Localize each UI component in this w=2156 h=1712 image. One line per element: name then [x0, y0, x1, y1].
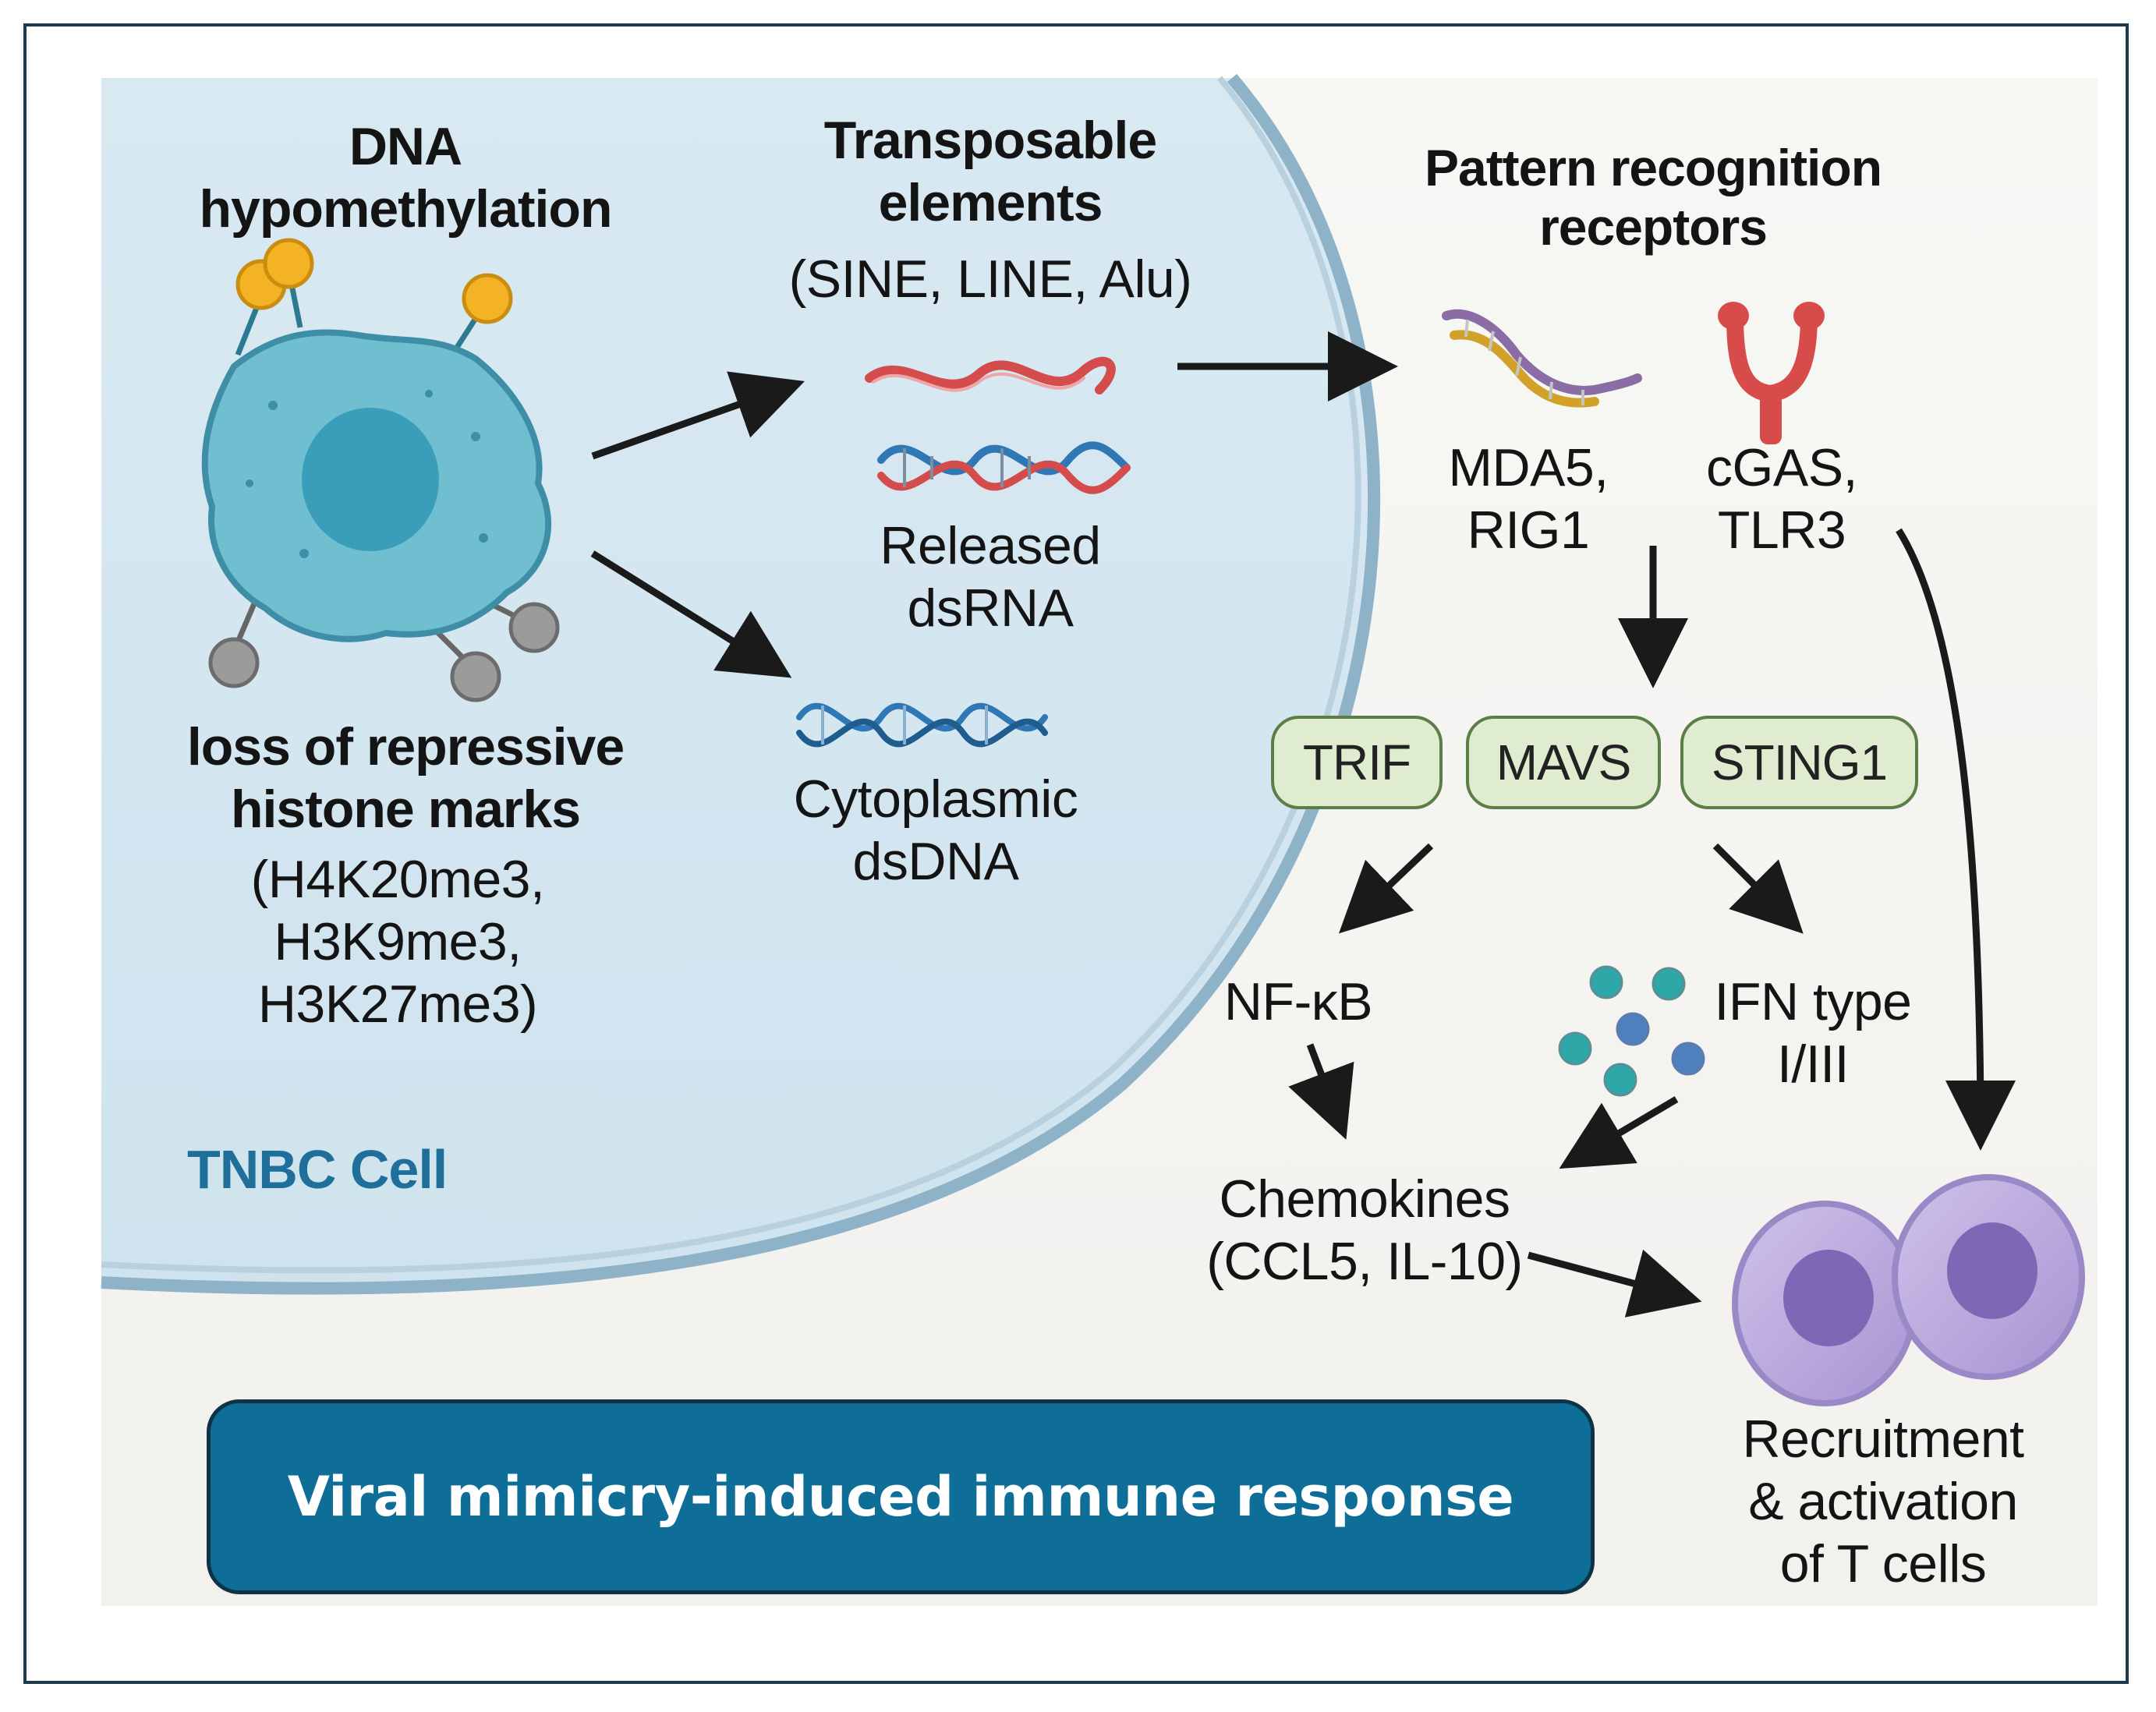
arrow-to-transposable: [591, 371, 805, 460]
prr-title: Pattern recognition receptors: [1424, 139, 1882, 256]
summary-banner-text: Viral mimicry-induced immune response: [287, 1465, 1514, 1529]
released-dsrna-label: Released dsRNA: [880, 516, 1101, 638]
mda5-rig1-label: MDA5, RIG1: [1448, 438, 1609, 561]
adapter-sting1-label: STING1: [1711, 734, 1888, 791]
cgas-receptor-icon: [1718, 302, 1825, 444]
adapter-trif: TRIF: [1271, 716, 1443, 809]
adapter-mavs: MAVS: [1466, 716, 1661, 809]
released-dsrna-icon: [877, 441, 1131, 494]
recruitment-label: Recruitment & activation of T cells: [1742, 1410, 2024, 1594]
loss-repressive-marks-label: loss of repressive histone marks: [186, 717, 625, 840]
chemokines-label: Chemokines (CCL5, IL-10): [1206, 1169, 1523, 1292]
dna-hypomethylation-label: DNA hypomethylation: [199, 117, 612, 239]
figure-frame: [23, 23, 2129, 1684]
histone-marks-list: (H4K20me3, H3K9me3, H3K27me3): [250, 850, 545, 1035]
ifn-dots-icon: [1558, 965, 1705, 1097]
t-cell-icon: [1732, 1174, 2085, 1406]
arrow-to-nfkb: [1338, 843, 1434, 934]
arrow-chemokines-to-tcells: [1527, 1249, 1702, 1318]
transposable-elements-title: Transposable elements: [823, 111, 1157, 233]
cytoplasmic-dsdna-label: Cytoplasmic dsDNA: [793, 769, 1078, 892]
tnbc-cell-label: TNBC Cell: [187, 1139, 448, 1200]
cgas-tlr3-label: cGAS, TLR3: [1706, 438, 1858, 561]
ifn-label: IFN type I/III: [1714, 972, 1912, 1095]
rna-strand-icon: [865, 356, 1116, 394]
transposable-elements-types: (SINE, LINE, Alu): [788, 249, 1192, 309]
arrow-ifn-to-chemokines: [1559, 1096, 1679, 1169]
arrow-to-dsdna: [590, 550, 792, 678]
mda5-receptor-icon: [1442, 309, 1642, 408]
summary-banner: Viral mimicry-induced immune response: [207, 1399, 1595, 1594]
arrow-nfkb-to-chemokines: [1288, 1043, 1354, 1140]
adapter-sting1: STING1: [1680, 716, 1918, 809]
arrow-to-ifn: [1712, 843, 1804, 934]
cytoplasmic-dsdna-icon: [796, 702, 1048, 748]
arrow-tlr3-to-tcells: [1896, 528, 2016, 1151]
nfkb-label: NF-κB: [1223, 972, 1373, 1031]
tumor-cell-icon: [201, 238, 560, 702]
adapter-trif-label: TRIF: [1302, 734, 1411, 791]
adapter-mavs-label: MAVS: [1496, 734, 1632, 791]
